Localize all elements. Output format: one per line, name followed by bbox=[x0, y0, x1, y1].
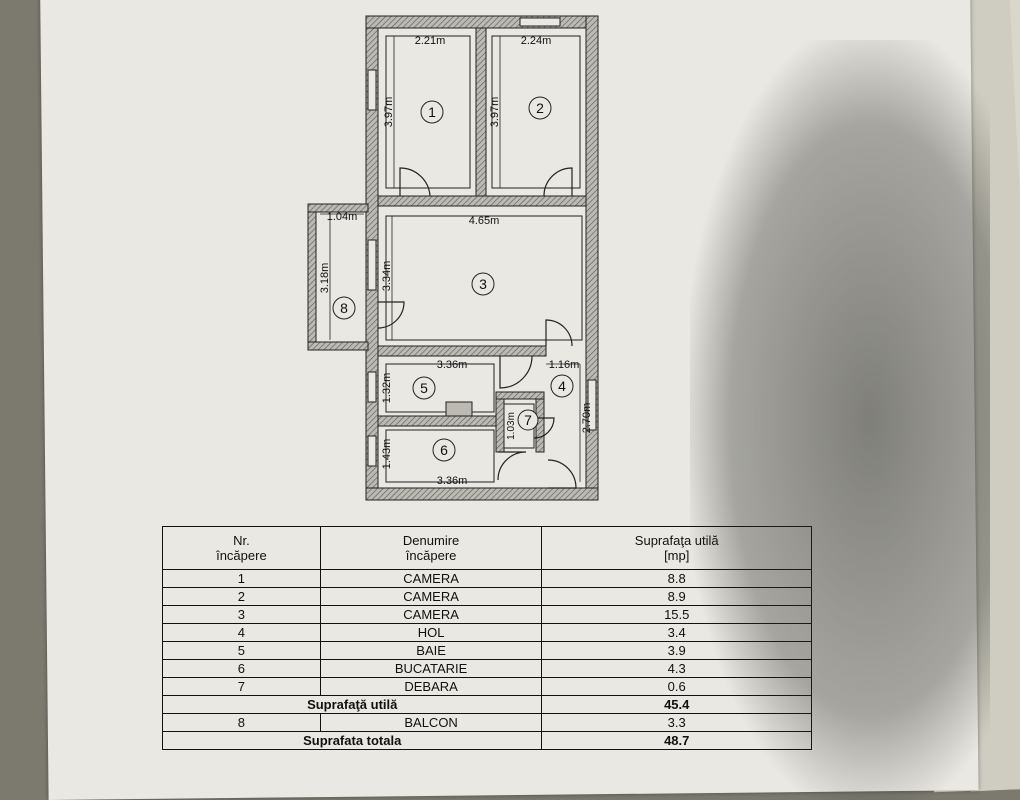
row-area: 4.3 bbox=[541, 659, 812, 678]
outer-walls bbox=[365, 15, 599, 501]
row-nr: 7 bbox=[162, 677, 321, 696]
row-nr: 4 bbox=[162, 623, 321, 642]
row-name: CAMERA bbox=[319, 605, 543, 624]
header-area: Suprafaţa utilă[mp] bbox=[541, 526, 812, 570]
header-nr-line1: Nr. bbox=[233, 533, 250, 548]
room-label-3: 3 bbox=[479, 276, 487, 292]
dim-r1-height: 3.97m bbox=[383, 97, 395, 128]
header-name-line2: încăpere bbox=[405, 548, 457, 563]
header-area-line2: [mp] bbox=[664, 548, 690, 563]
room-label-7: 7 bbox=[524, 412, 532, 428]
doors bbox=[377, 167, 577, 489]
total-area-value: 48.7 bbox=[541, 731, 812, 750]
row-name: BALCON bbox=[319, 713, 543, 732]
room-label-8: 8 bbox=[340, 300, 348, 316]
row-area: 3.9 bbox=[541, 641, 812, 660]
header-nr-line2: încăpere bbox=[216, 548, 267, 563]
row-area: 3.3 bbox=[541, 713, 812, 732]
room-label-2: 2 bbox=[536, 100, 544, 116]
balcony-walls bbox=[307, 203, 369, 351]
dim-r3-height: 3.34m bbox=[381, 261, 393, 292]
room-markers: 1 2 3 4 5 6 7 8 bbox=[332, 96, 574, 462]
useful-area-label: Suprafaţă utilă bbox=[161, 695, 543, 714]
row-area: 3.4 bbox=[541, 623, 812, 642]
row-name: HOL bbox=[319, 623, 543, 642]
header-nr: Nr.încăpere bbox=[162, 526, 321, 570]
dim-r5-width: 3.36m bbox=[437, 359, 468, 371]
dim-r5-height: 1.32m bbox=[381, 373, 393, 404]
dim-r3-width: 4.65m bbox=[469, 215, 500, 227]
row-area: 8.8 bbox=[541, 569, 812, 588]
dim-r7-height: 1.03m bbox=[506, 412, 517, 440]
row-nr: 1 bbox=[162, 569, 321, 588]
room-label-6: 6 bbox=[440, 442, 448, 458]
row-nr: 2 bbox=[162, 587, 321, 606]
row-name: BAIE bbox=[319, 641, 543, 660]
useful-area-value: 45.4 bbox=[541, 695, 812, 714]
total-area-row: Suprafata totala 48.7 bbox=[161, 731, 812, 750]
row-area: 0.6 bbox=[541, 677, 812, 696]
total-area-label: Suprafata totala bbox=[161, 731, 543, 750]
room-label-4: 4 bbox=[558, 378, 566, 394]
row-name: CAMERA bbox=[319, 569, 543, 588]
row-name: BUCATARIE bbox=[319, 659, 543, 678]
dim-balcony-height: 3.18m bbox=[319, 263, 331, 294]
dim-r4-height: 2.70m bbox=[581, 403, 593, 434]
dim-r1-width: 2.21m bbox=[415, 35, 446, 47]
header-name-line1: Denumire bbox=[402, 533, 460, 548]
row-nr: 6 bbox=[162, 659, 321, 678]
dim-r4-width: 1.16m bbox=[549, 359, 580, 371]
row-area: 15.5 bbox=[541, 605, 812, 624]
dimension-labels: 2.21m 2.24m 3.97m 3.97m 1.04m 4.65m 3.18… bbox=[319, 35, 593, 487]
dim-r2-height: 3.97m bbox=[489, 97, 501, 128]
dim-balcony-width: 1.04m bbox=[327, 211, 358, 223]
useful-area-row: Suprafaţă utilă 45.4 bbox=[161, 695, 812, 714]
room-label-5: 5 bbox=[420, 380, 428, 396]
dim-r2-width: 2.24m bbox=[521, 35, 552, 47]
dim-r6-height: 1.43m bbox=[381, 439, 393, 470]
row-area: 8.9 bbox=[541, 587, 812, 606]
floor-plan: 2.21m 2.24m 3.97m 3.97m 1.04m 4.65m 3.18… bbox=[307, 15, 599, 501]
row-nr: 8 bbox=[162, 713, 321, 732]
dimension-lines bbox=[320, 35, 582, 483]
dim-r6-width: 3.36m bbox=[437, 475, 468, 487]
row-name: DEBARA bbox=[319, 677, 543, 696]
row-name: CAMERA bbox=[319, 587, 543, 606]
inner-lines bbox=[315, 17, 597, 483]
header-area-line1: Suprafaţa utilă bbox=[634, 533, 719, 548]
room-label-1: 1 bbox=[428, 104, 436, 120]
row-nr: 3 bbox=[162, 605, 321, 624]
row-nr: 5 bbox=[162, 641, 321, 660]
